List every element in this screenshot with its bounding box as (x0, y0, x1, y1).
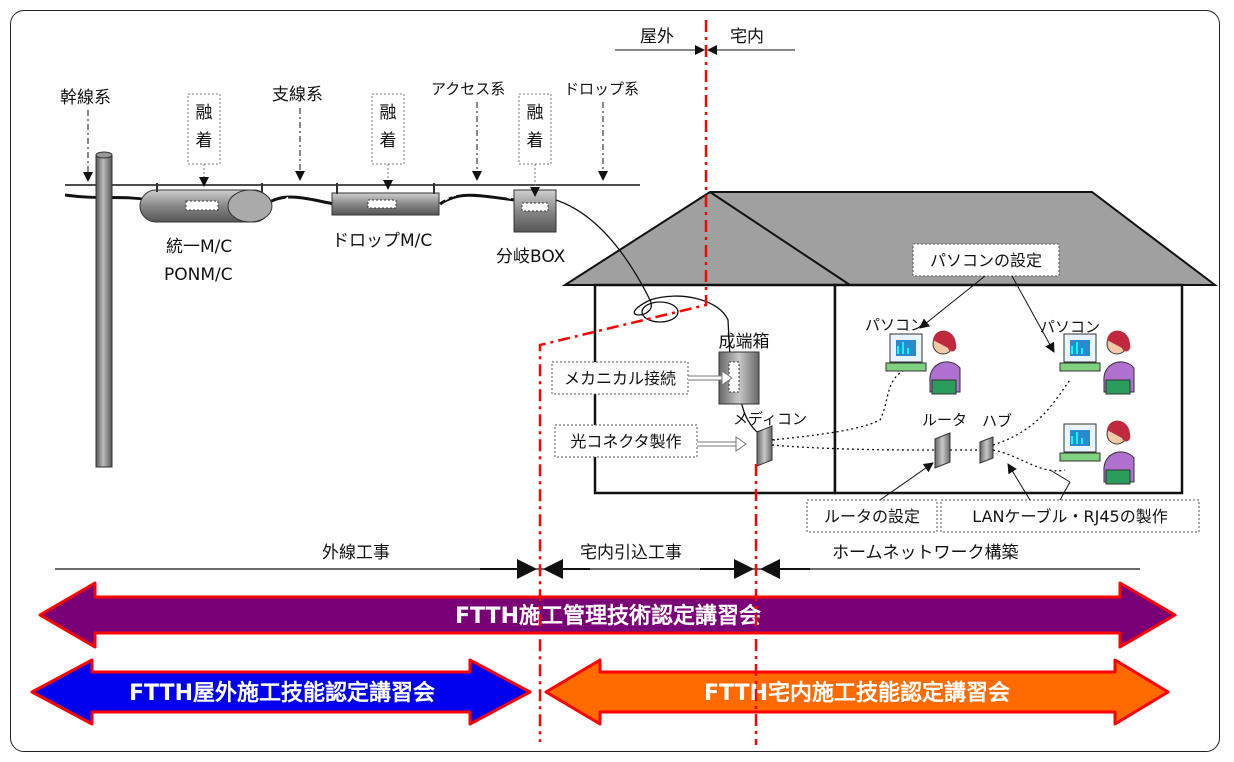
unified-closure (139, 183, 273, 223)
media-converter: メディコン (733, 410, 807, 467)
lan-cable-callout: LANケーブル・RJ45の製作 (940, 463, 1200, 533)
layer-labels: 幹線系 支線系 アクセス系 ドロップ系 (60, 80, 639, 182)
splice-callout-3: 融 着 (518, 93, 552, 197)
label-course-management: FTTH施工管理技術認定講習会 (455, 603, 761, 629)
drop-closure (331, 183, 440, 216)
label-pon-mc: PONM/C (164, 265, 233, 285)
label-connector-making: 光コネクタ製作 (570, 432, 681, 451)
splice-label-1b: 着 (196, 131, 213, 151)
label-drop: ドロップ系 (564, 80, 639, 98)
label-hub: ハブ (982, 412, 1012, 430)
label-branch: 支線系 (272, 85, 323, 105)
label-pc-setup: パソコンの設定 (930, 251, 1042, 270)
zone-indicator: 屋外 宅内 (615, 27, 795, 55)
splice-label-3a: 融 (527, 103, 544, 123)
course-outdoor-arrow: FTTH屋外施工技能認定講習会 (30, 658, 532, 726)
lan-cables (771, 369, 1071, 472)
pc-user-1 (885, 330, 961, 395)
label-drop-in-work: 宅内引込工事 (580, 543, 682, 563)
label-router-setup: ルータの設定 (824, 507, 920, 526)
label-pc-1: パソコン (865, 316, 925, 334)
branch-box (513, 189, 557, 233)
splice-label-1a: 融 (196, 103, 213, 123)
label-unified-mc: 統一M/C (166, 237, 232, 257)
connector-making-callout: 光コネクタ製作 (554, 424, 747, 458)
label-router: ルータ (922, 411, 967, 429)
label-outdoor: 屋外 (640, 27, 674, 47)
label-pc-2: パソコン (1040, 318, 1100, 336)
splice-label-2b: 着 (380, 131, 397, 151)
label-course-indoor: FTTH宅内施工技能認定講習会 (704, 680, 1010, 706)
utility-pole (95, 151, 113, 468)
label-course-outdoor: FTTH屋外施工技能認定講習会 (129, 680, 435, 706)
label-drop-mc: ドロップM/C (332, 231, 432, 251)
course-management-arrow: FTTH施工管理技術認定講習会 (38, 581, 1177, 649)
router: ルータ (922, 411, 967, 469)
splice-callout-2: 融 着 (371, 93, 405, 190)
label-access: アクセス系 (431, 80, 505, 98)
label-branch-box: 分岐BOX (496, 247, 566, 267)
label-mechanical-splice: メカニカル接続 (564, 369, 676, 388)
label-home-network: ホームネットワーク構築 (832, 543, 1019, 563)
label-indoor: 宅内 (730, 27, 764, 47)
label-termination-box: 成端箱 (719, 332, 770, 352)
router-setup-callout: ルータの設定 (806, 462, 938, 533)
splice-label-3b: 着 (527, 131, 544, 151)
label-lan-cable: LANケーブル・RJ45の製作 (972, 507, 1167, 526)
splice-label-2a: 融 (380, 103, 397, 123)
splice-callout-1: 融 着 (187, 93, 221, 187)
hub: ハブ (979, 412, 1012, 464)
mechanical-splice-callout: メカニカル接続 (551, 361, 733, 395)
course-indoor-arrow: FTTH宅内施工技能認定講習会 (544, 658, 1170, 726)
scope-bar: 外線工事 宅内引込工事 ホームネットワーク構築 (55, 543, 1140, 579)
label-outside-work: 外線工事 (322, 543, 390, 563)
label-trunk: 幹線系 (60, 87, 111, 108)
pc-user-2 (1059, 330, 1135, 395)
label-media-converter: メディコン (733, 410, 807, 428)
diagram-frame (10, 10, 1220, 752)
pc-user-3 (1059, 420, 1135, 485)
pc-setup-callout: パソコンの設定 (912, 243, 1060, 353)
outdoor-indoor-divider (538, 20, 708, 742)
